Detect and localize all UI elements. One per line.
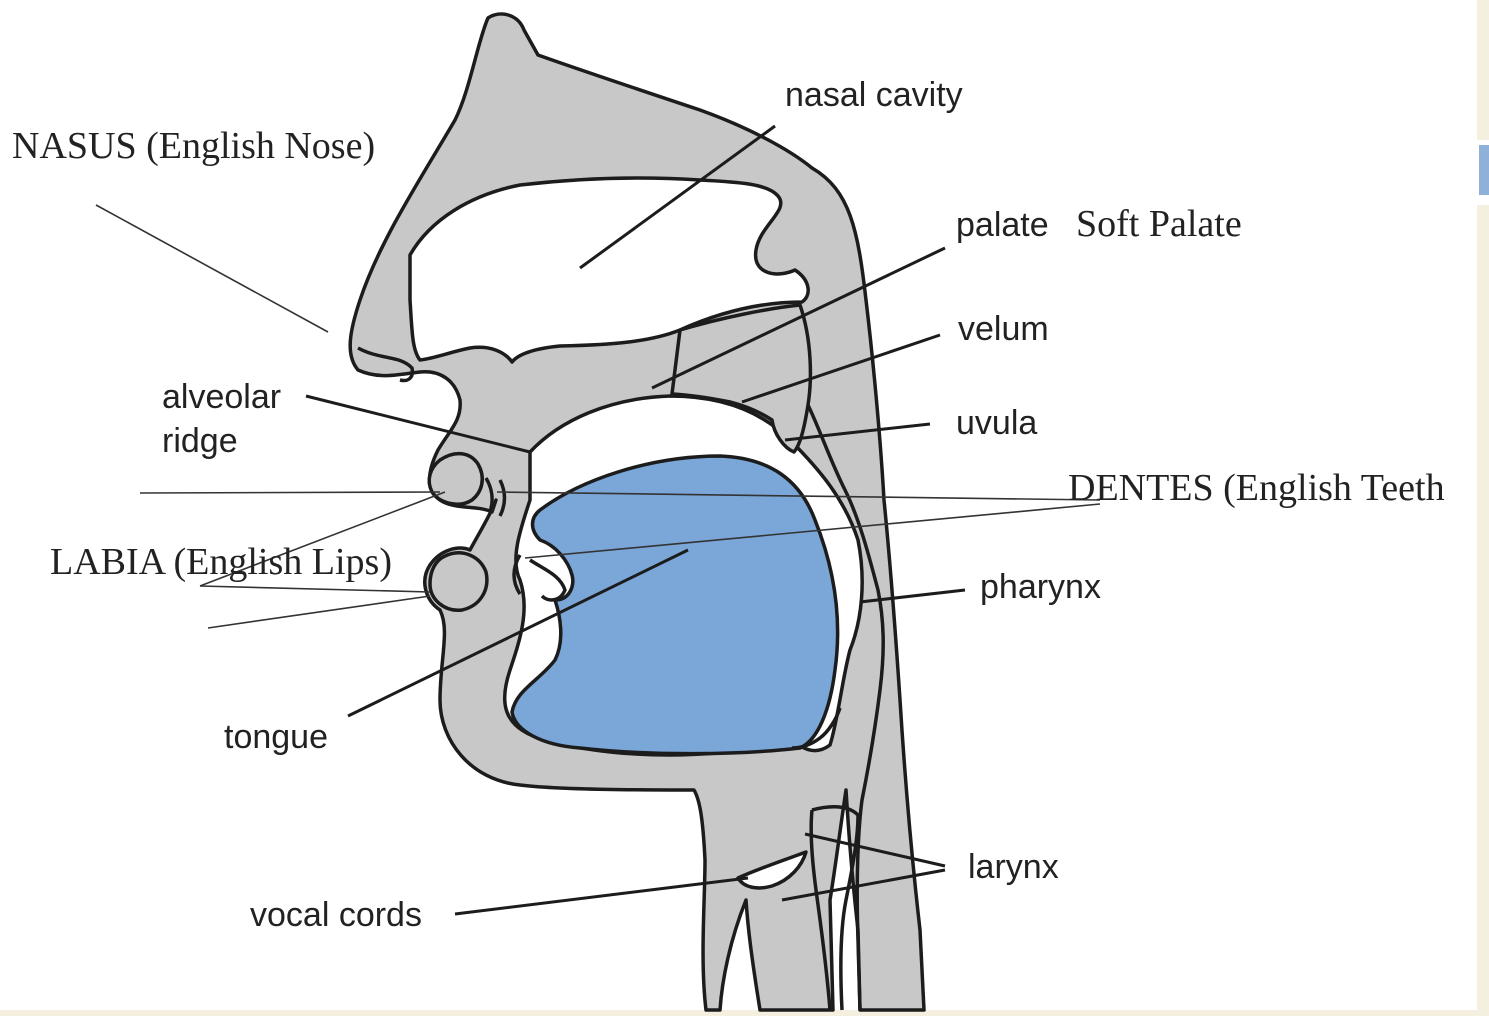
label-dentes: DENTES (English Teeth: [1068, 467, 1445, 509]
side-strip-accent: [1479, 145, 1489, 195]
nasus-leader: [96, 205, 328, 332]
label-tongue: tongue: [224, 718, 328, 756]
label-alveolar-line1: alveolar: [162, 378, 281, 416]
label-uvula: uvula: [956, 404, 1037, 442]
label-larynx: larynx: [968, 848, 1059, 886]
upper-lip: [429, 454, 482, 505]
label-nasal-cavity: nasal cavity: [785, 76, 963, 114]
labia-leader-axis: [140, 492, 440, 493]
labia-leader-lower: [208, 596, 430, 628]
label-palate: palate: [956, 206, 1049, 244]
bottom-strip: [0, 1010, 1489, 1016]
label-vocal-cords: vocal cords: [250, 896, 422, 934]
label-velum: velum: [958, 310, 1049, 348]
label-pharynx: pharynx: [980, 568, 1101, 606]
label-alveolar-line2: ridge: [162, 422, 238, 460]
label-soft-palate: Soft Palate: [1076, 203, 1242, 245]
lower-lip: [430, 553, 487, 610]
side-strip-bottom: [1477, 205, 1489, 1016]
tongue-shape: [512, 456, 838, 754]
label-labia: LABIA (English Lips): [50, 541, 392, 583]
labia-leader-mid: [200, 586, 430, 592]
side-strip-top: [1477, 0, 1489, 140]
label-nasus: NASUS (English Nose): [12, 125, 375, 167]
